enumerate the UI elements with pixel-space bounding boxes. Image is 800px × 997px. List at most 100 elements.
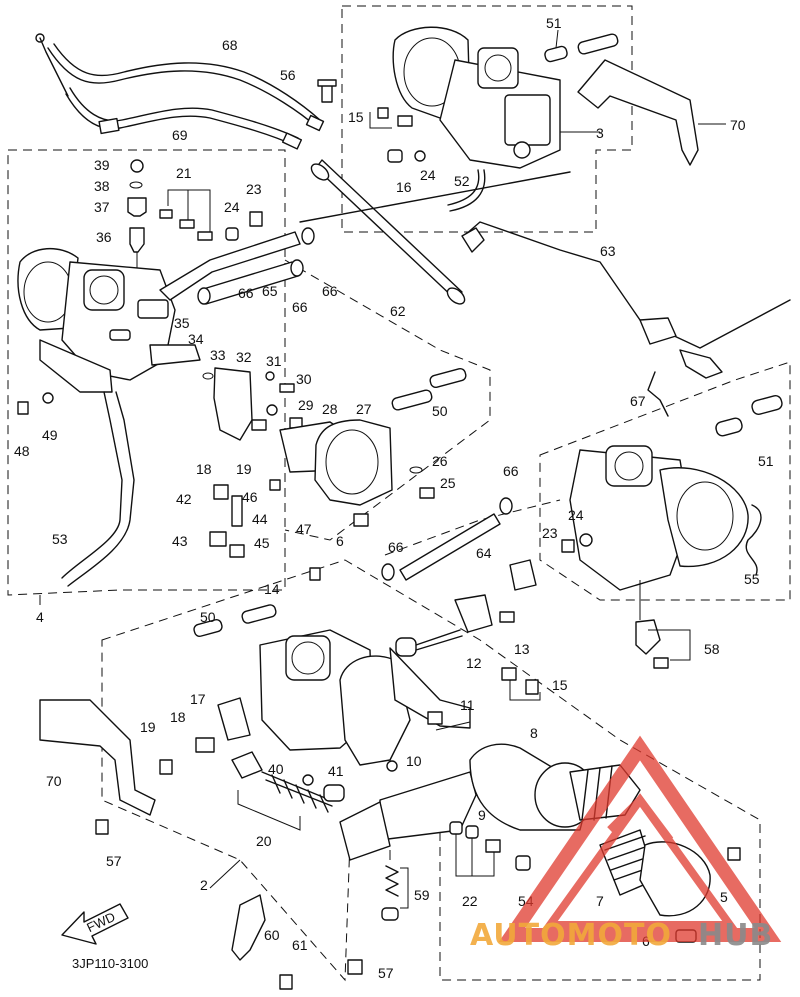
cap-45: [229, 544, 245, 558]
washer-49: [42, 392, 54, 404]
callout: 66: [322, 283, 338, 299]
hose-52: [447, 169, 480, 206]
spring-59: [385, 865, 399, 897]
screw-14: [309, 567, 321, 581]
cap-66-b: [290, 259, 304, 277]
spring-12: [415, 629, 463, 651]
pipe-50-upper-a: [391, 389, 433, 411]
callout: 65: [262, 283, 278, 299]
lever-upper: [509, 559, 537, 591]
callout: 30: [296, 371, 312, 387]
carburetor-upper: [317, 26, 619, 212]
clip-58: [635, 619, 661, 655]
bracket-lower-left: [339, 801, 391, 861]
callout: 8: [530, 725, 538, 741]
callout: 3: [596, 125, 604, 141]
leader-lines: [39, 29, 726, 889]
air-chamber: [449, 743, 741, 943]
callout: 50: [432, 403, 448, 419]
boundary-assembly-4-detail: [284, 259, 491, 541]
callout: 59: [414, 887, 430, 903]
callout: 51: [546, 15, 562, 31]
screw-48: [17, 401, 29, 415]
callout: 57: [378, 965, 394, 981]
callout: 6: [336, 533, 344, 549]
callout: 41: [328, 763, 344, 779]
spring-67: [647, 371, 669, 417]
callout: 66: [238, 285, 254, 301]
callout: 47: [296, 521, 312, 537]
callout: 28: [322, 401, 338, 417]
screw-58: [653, 657, 669, 669]
callout: 56: [280, 67, 296, 83]
callout: 10: [406, 753, 422, 769]
callout: 23: [246, 181, 262, 197]
screw-11: [427, 711, 443, 725]
plate-17: [217, 697, 251, 741]
cap-66-c: [301, 227, 315, 245]
screw-18-lower: [195, 737, 215, 753]
boundary-assembly-2: [101, 559, 761, 982]
callout: 61: [292, 937, 308, 953]
callout: 7: [596, 893, 604, 909]
callout: 69: [172, 127, 188, 143]
cable-68: [47, 47, 319, 129]
pipe-65: [159, 231, 301, 301]
callout: 60: [264, 927, 280, 943]
callout: 45: [254, 535, 270, 551]
pipe-50-upper-b: [429, 367, 467, 389]
callout: 23: [542, 525, 558, 541]
callout: 24: [568, 507, 584, 523]
screw-21-c: [197, 231, 213, 241]
callout: 63: [600, 243, 616, 259]
washer-22-b: [465, 825, 479, 839]
callout: 9: [478, 807, 486, 823]
callout: 42: [176, 491, 192, 507]
spring-55: [745, 504, 762, 576]
callout: 39: [94, 157, 110, 173]
rod-upper-link: [299, 171, 571, 223]
pipe-51-right-b: [751, 395, 783, 415]
callout: 17: [190, 691, 206, 707]
callout: 66: [503, 463, 519, 479]
carb-right-diaphragm-cover: [659, 467, 749, 568]
cable-69-outer: [69, 87, 299, 139]
screw-21-a: [159, 209, 173, 219]
cable-end-fitting: [281, 132, 303, 150]
pipe-50-lower-a: [193, 619, 223, 637]
left-detail-parts: [149, 344, 467, 558]
callout: 13: [514, 641, 530, 657]
fwd-arrow: FWD: [61, 903, 129, 945]
callout: 70: [46, 773, 62, 789]
cap-43: [209, 531, 227, 547]
boundary-assembly-right: [539, 361, 791, 601]
callout: 15: [552, 677, 568, 693]
part-31: [265, 371, 275, 381]
screw-15-lower-a: [501, 667, 517, 681]
carb-right-throat: [605, 445, 653, 487]
needle-20-top: [231, 751, 263, 779]
callout: 66: [388, 539, 404, 555]
oring-26: [409, 466, 423, 474]
callout: 22: [462, 893, 478, 909]
callout: 66: [292, 299, 308, 315]
callout: 5: [720, 889, 728, 905]
screw-22: [485, 839, 501, 853]
screw-21-b: [179, 219, 195, 229]
oring-38: [129, 181, 143, 189]
callout: 33: [210, 347, 226, 363]
washer-24-upper: [414, 150, 426, 162]
callout: 50: [200, 609, 216, 625]
callout: 11: [460, 697, 475, 713]
pipe-64: [399, 513, 501, 581]
part-12-cap: [395, 637, 417, 657]
watermark-text-2: HUB: [698, 918, 773, 953]
callout: 12: [466, 655, 482, 671]
callout: 16: [396, 179, 412, 195]
screw-13: [499, 611, 515, 623]
knob-59: [381, 907, 399, 921]
washer-24-right: [579, 533, 593, 547]
callout: 31: [266, 353, 282, 369]
carburetor-left: [17, 159, 315, 587]
